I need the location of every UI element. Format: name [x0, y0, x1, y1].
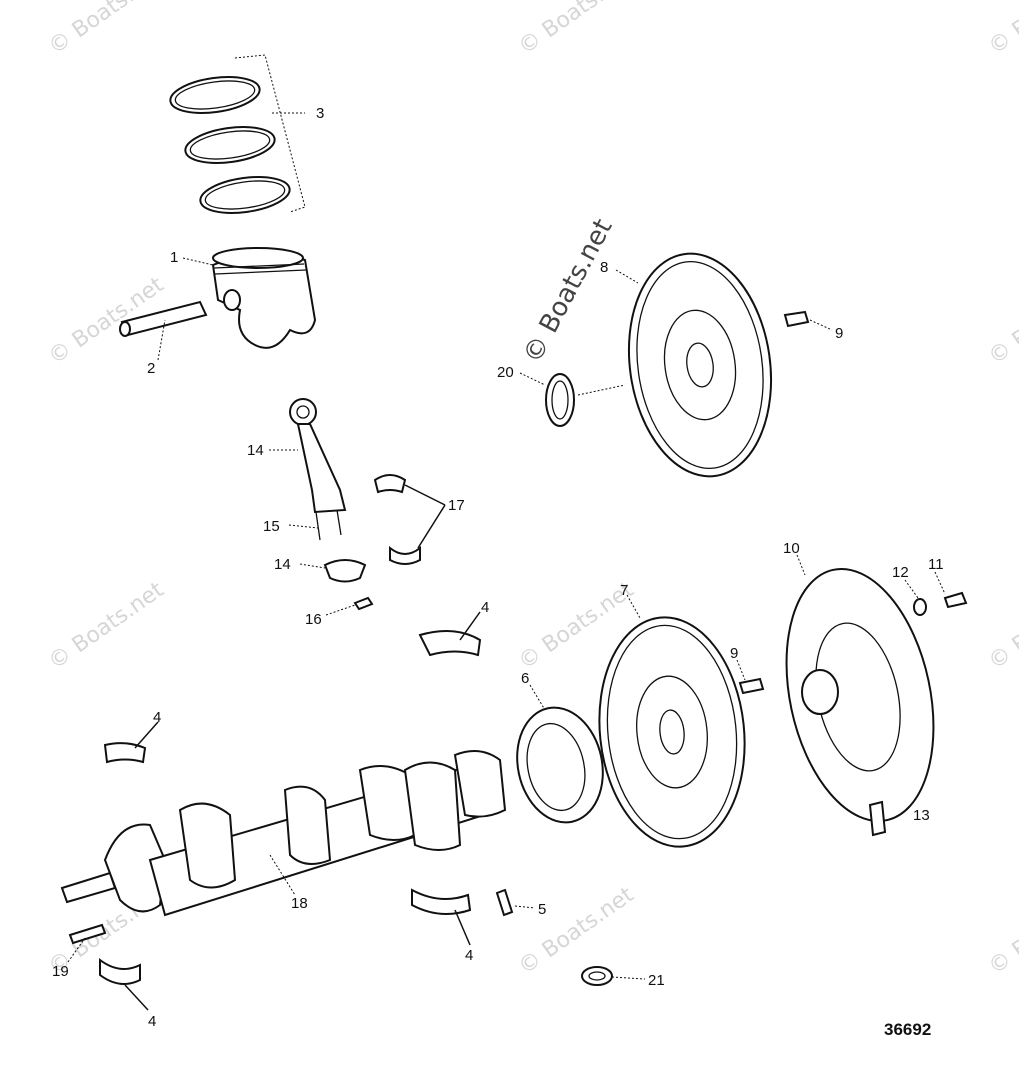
watermark: © Boats.net [984, 272, 1019, 370]
flex-plate-washer [913, 598, 927, 616]
flywheel-bolt-upper [783, 310, 810, 328]
callout-6: 6 [521, 670, 529, 687]
piston [211, 247, 317, 349]
rod-bearing-upper [373, 474, 407, 494]
washer-small [581, 966, 613, 986]
main-bearing-a [418, 630, 482, 657]
callout-10: 10 [783, 540, 800, 557]
callout-14a: 14 [247, 442, 264, 459]
callout-9b: 9 [730, 645, 738, 662]
callout-4d: 4 [148, 1013, 156, 1030]
diagram-code: 36692 [884, 1020, 931, 1039]
dowel-pin-small [495, 888, 514, 917]
callout-18: 18 [291, 895, 308, 912]
flywheel-lower [598, 616, 746, 848]
flywheel-bolt-lower [738, 677, 765, 695]
watermark-center: © Boats.net [518, 214, 619, 368]
rod-cap [323, 559, 367, 583]
flex-plate-bolt [943, 591, 968, 609]
flex-plate-fitting [868, 800, 887, 837]
callout-4a: 4 [481, 599, 489, 616]
piston-rings [169, 54, 306, 214]
crankshaft [60, 750, 507, 917]
callout-2: 2 [147, 360, 155, 377]
callout-9a: 9 [835, 325, 843, 342]
watermark: © Boats.net [44, 0, 169, 60]
callout-3: 3 [316, 105, 324, 122]
flex-plate [785, 567, 935, 823]
callout-11: 11 [928, 556, 944, 573]
main-bearing-d [99, 958, 141, 985]
callout-8: 8 [600, 259, 608, 276]
crank-key [68, 923, 107, 945]
rod-bearing-lower [389, 545, 421, 565]
callout-12: 12 [892, 564, 909, 581]
watermark: © Boats.net [984, 577, 1019, 675]
rear-seal-small [545, 373, 575, 427]
watermark: © Boats.net [44, 577, 169, 675]
callout-21: 21 [648, 972, 665, 989]
callout-20: 20 [497, 364, 514, 381]
watermark: © Boats.net [984, 0, 1019, 60]
main-bearing-b [103, 742, 147, 764]
connecting-rod [289, 398, 347, 541]
callout-17: 17 [448, 497, 465, 514]
callout-16: 16 [305, 611, 322, 628]
watermark: © Boats.net [984, 882, 1019, 980]
callout-4b: 4 [153, 709, 161, 726]
rear-main-seal [516, 706, 604, 824]
callout-19: 19 [52, 963, 69, 980]
callouts: 1 2 3 4 4 4 4 5 6 7 8 9 9 10 11 12 13 14… [52, 105, 944, 1030]
watermark: © Boats.net [514, 0, 639, 60]
callout-13: 13 [913, 807, 930, 824]
callout-1: 1 [170, 249, 178, 266]
watermark: © Boats.net [514, 882, 639, 980]
dowel-pin [353, 596, 374, 611]
callout-14b: 14 [274, 556, 291, 573]
callout-5: 5 [538, 901, 546, 918]
main-bearing-c [411, 888, 472, 915]
piston-pin [119, 300, 208, 337]
callout-4c: 4 [465, 947, 473, 964]
callout-15: 15 [263, 518, 280, 535]
callout-7: 7 [620, 582, 628, 599]
flywheel-upper [627, 252, 773, 478]
leader-lines [67, 112, 946, 1011]
